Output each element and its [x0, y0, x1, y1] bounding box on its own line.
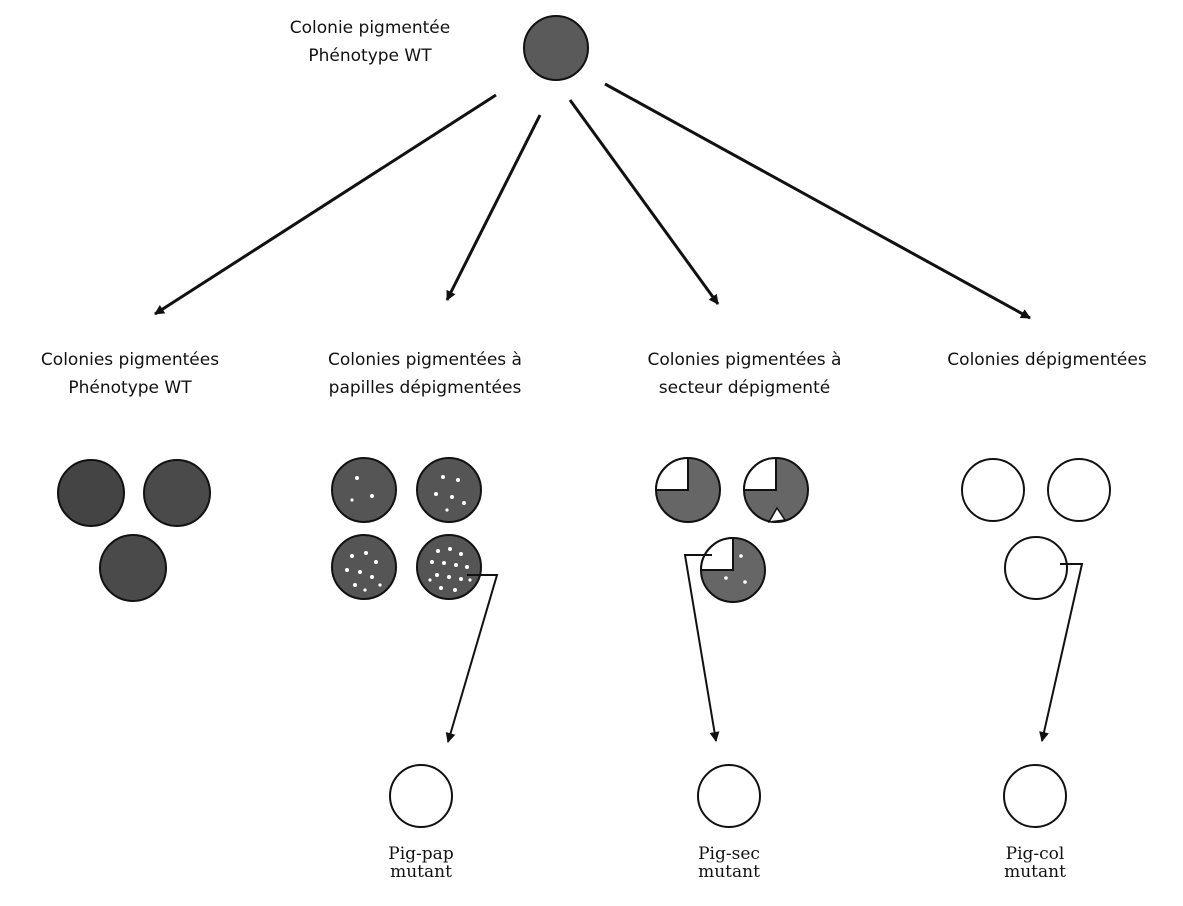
depigmented-colony: [961, 458, 1025, 522]
mutant-label-pig-col: Pig-col mutant: [965, 845, 1105, 881]
column-label-depigmented: Colonies dépigmentées: [914, 346, 1180, 374]
depigmented-colonies-group: [961, 458, 1111, 600]
papillae-colonies-group: [331, 457, 482, 600]
pig-sec-colony: [697, 764, 761, 828]
wt-colony: [143, 459, 211, 527]
depigmented-sector: [654, 456, 689, 491]
arrow-to-wt: [154, 93, 497, 316]
papillae-colony: [416, 457, 482, 523]
top-label-line2: Phénotype WT: [308, 46, 432, 66]
depigmented-notch: [767, 506, 787, 523]
depigmented-sector: [742, 456, 777, 491]
column-label-wt: Colonies pigmentées Phénotype WT: [2, 346, 258, 402]
column-label-papillae: Colonies pigmentées à papilles dépigment…: [290, 346, 560, 402]
mutant-suffix: mutant: [698, 862, 760, 882]
wt-colony: [99, 534, 167, 602]
pig-col-colony: [1003, 764, 1067, 828]
pig-pap-colony: [389, 764, 453, 828]
arrow-to-pig-pap: [445, 574, 499, 743]
depigmented-colony: [1047, 458, 1111, 522]
arrow-to-pig-sec: [683, 554, 720, 742]
top-label-line1: Colonie pigmentée: [289, 18, 451, 38]
column-label-line1: Colonies pigmentées à: [328, 350, 522, 370]
mutant-name: Pig-sec: [698, 844, 760, 864]
column-label-line1: Colonies dépigmentées: [947, 350, 1147, 370]
arrow-to-depig: [604, 82, 1031, 320]
depigmented-sector: [699, 536, 734, 571]
wt-colonies-group: [57, 459, 211, 602]
column-label-line1: Colonies pigmentées: [40, 350, 220, 370]
sector-colonies-group: [654, 456, 809, 603]
mutant-suffix: mutant: [1004, 862, 1066, 882]
papillae-colony: [331, 457, 397, 523]
papillae-colony: [416, 534, 482, 600]
mutant-name: Pig-col: [1005, 844, 1065, 864]
arrow-to-sec: [568, 99, 720, 305]
arrow-to-pap: [445, 114, 542, 301]
column-label-line2: Phénotype WT: [68, 378, 192, 398]
column-label-sector: Colonies pigmentées à secteur dépigmenté: [612, 346, 877, 402]
top-wt-colony: [523, 15, 589, 81]
mutant-name: Pig-pap: [388, 844, 454, 864]
papillae-colony: [331, 534, 397, 600]
mutant-label-pig-pap: Pig-pap mutant: [351, 845, 491, 881]
arrow-to-pig-col: [1039, 563, 1084, 742]
column-label-line1: Colonies pigmentées à: [647, 350, 842, 370]
depigmented-colony: [1004, 536, 1068, 600]
column-label-line2: secteur dépigmenté: [658, 378, 831, 398]
mutant-suffix: mutant: [390, 862, 452, 882]
top-colony-label: Colonie pigmentée Phénotype WT: [250, 14, 490, 70]
column-label-line2: papilles dépigmentées: [328, 378, 522, 398]
papillae-dots: [345, 475, 472, 592]
mutant-label-pig-sec: Pig-sec mutant: [659, 845, 799, 881]
wt-colony: [57, 459, 125, 527]
